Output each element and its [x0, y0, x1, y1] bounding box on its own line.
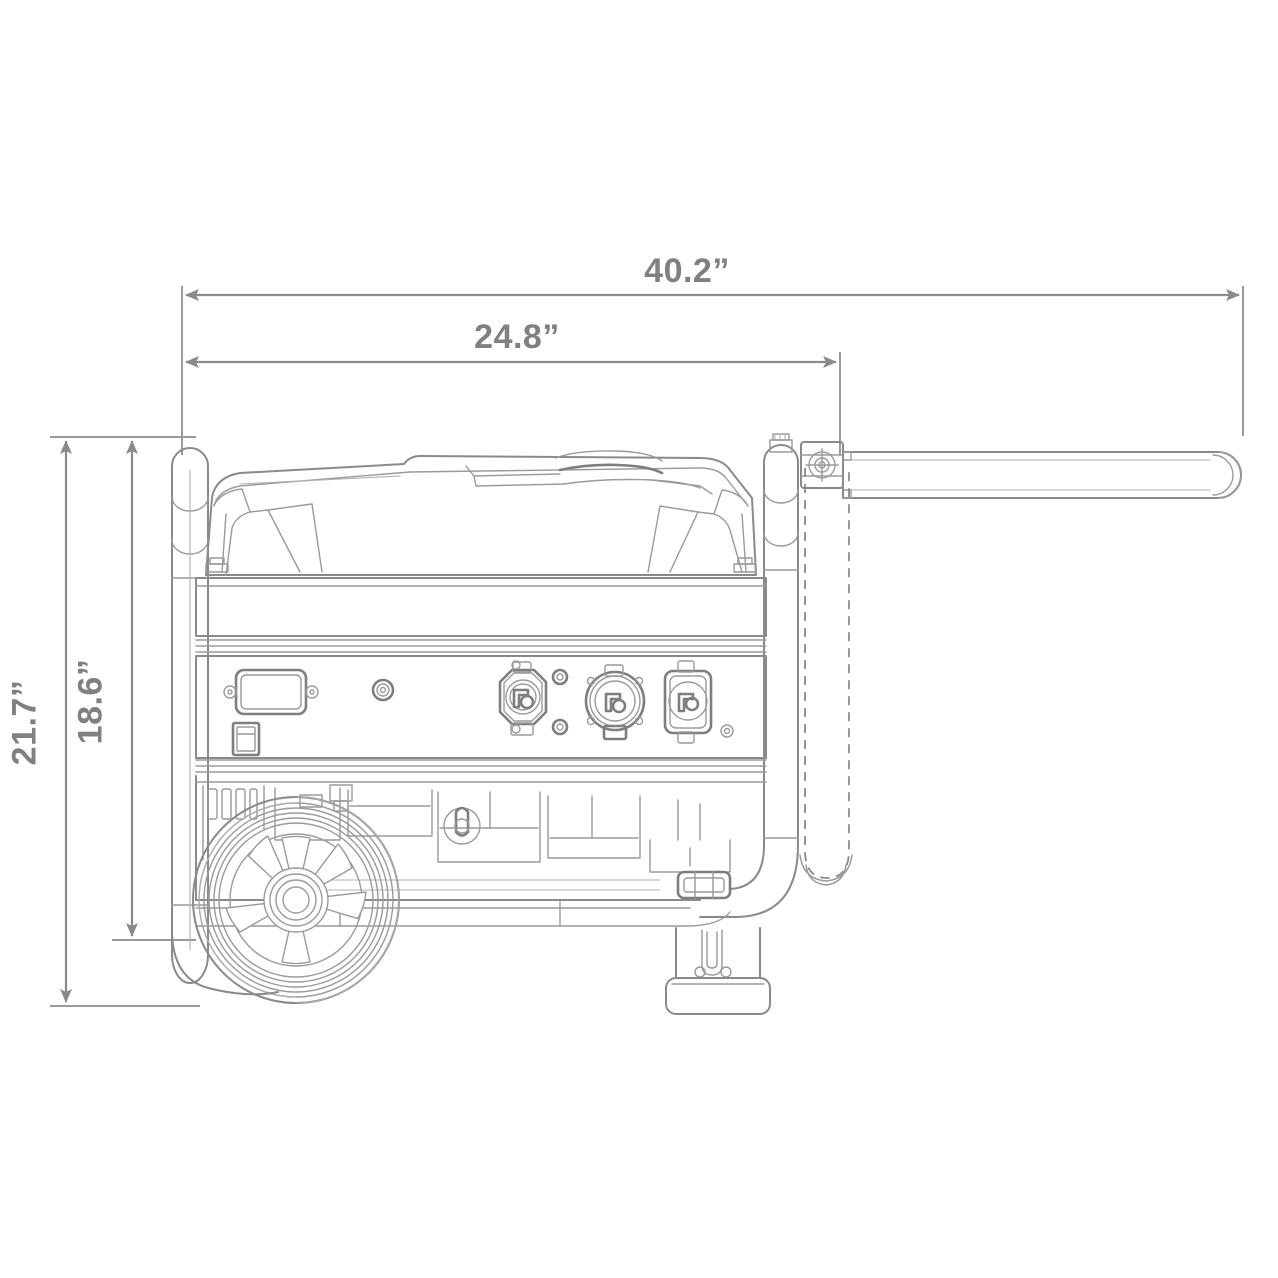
breaker-panel	[223, 668, 319, 716]
twist-lock-outlet	[498, 660, 548, 736]
handle-folded-position	[799, 468, 853, 886]
ground-lug	[371, 678, 395, 702]
covered-duplex-outlet	[663, 660, 734, 744]
telescoping-pull-handle	[800, 441, 1242, 499]
panel-fasteners	[551, 668, 569, 736]
dimension-lines	[50, 286, 1244, 1007]
oil-drain	[676, 870, 732, 900]
left-frame-foot	[171, 929, 279, 996]
support-foot	[665, 927, 771, 1015]
dimension-label-width-overall: 40.2”	[644, 252, 730, 290]
locking-outlet	[584, 664, 646, 741]
right-frame-rail	[699, 433, 799, 918]
fuel-valve	[443, 806, 481, 845]
rocker-switch	[231, 721, 261, 757]
control-panel	[195, 655, 767, 773]
dimension-label-height-body: 18.6”	[71, 658, 110, 745]
dimension-label-height-overall: 21.7”	[5, 679, 44, 766]
fuel-tank	[205, 450, 757, 576]
wheel	[192, 796, 400, 1004]
engine-shroud	[195, 557, 767, 653]
dimension-label-width-body: 24.8”	[474, 318, 560, 356]
left-frame-rail	[171, 447, 209, 984]
vent-louvers	[202, 785, 265, 861]
